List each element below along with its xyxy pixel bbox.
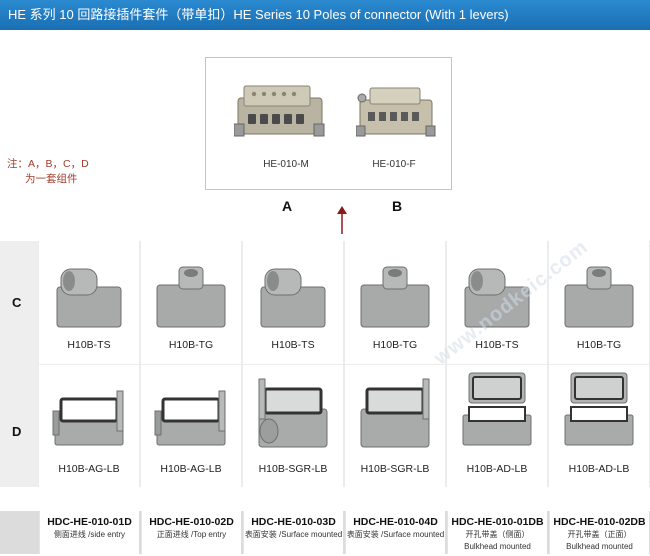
label-a: A [282,198,293,214]
bulkhead-housing-with-cover-image [459,371,535,449]
part-caption: H10B-TG [372,339,418,351]
row-label-column [0,241,38,487]
grid-cell: H10B-AD-LB [447,365,547,488]
part-number: HDC-HE-010-01DB [451,516,544,528]
top-entry-hood-image [357,265,433,329]
grid-cell: H10B-SGR-LB [345,365,445,488]
hood-housing-grid: C D H10B-TS H10B-TG [0,241,650,488]
part-caption: H10B-TG [168,339,214,351]
grid-cell: H10B-TG [549,241,649,364]
part-number: HDC-HE-010-04D [353,516,438,528]
part-caption: H10B-TS [271,339,315,351]
part-description: 侧面进线 /side entry [53,530,126,539]
row-label-c: C [12,295,22,310]
part-number: HDC-HE-010-01D [47,516,132,528]
part-number-cell: HDC-HE-010-01DB 开孔带盖（侧面） Bulkhead mounte… [447,511,547,554]
grid-cell: H10B-TS [39,241,139,364]
part-number-bar: HDC-HE-010-01D 侧面进线 /side entry HDC-HE-0… [0,511,650,554]
part-caption: H10B-AG-LB [58,463,120,475]
label-b: B [392,198,403,214]
part-number-cell: HDC-HE-010-04D 表面安装 /Surface mounted [345,511,445,554]
part-number: HDC-HE-010-02D [149,516,234,528]
side-entry-hood-image [459,265,535,329]
top-entry-hood-image [153,265,229,329]
housing-with-lever-image [153,381,229,449]
grid-cell: H10B-TG [141,241,241,364]
page-title: HE 系列 10 回路接插件套件（带单扣）HE Series 10 Poles … [0,0,650,30]
note-line-2: 为一套组件 [25,173,78,185]
housing-with-lever-image [51,381,127,449]
male-connector-image [234,80,326,140]
part-caption: H10B-AG-LB [160,463,222,475]
grid-cell: H10B-AG-LB [39,365,139,488]
part-description: 表面安装 /Surface mounted [346,530,445,539]
part-description: 表面安装 /Surface mounted [244,530,343,539]
part-number-cell: HDC-HE-010-01D 侧面进线 /side entry [39,511,139,554]
part-description-en: Bulkhead mounted [464,542,531,551]
part-description: 开孔带盖（正面） [567,530,632,539]
grid-cell: H10B-TG [345,241,445,364]
part-description: 开孔带盖（侧面） [465,530,530,539]
assembly-note: 注：A，B，C，D 为一套组件 [7,157,89,187]
part-number: HDC-HE-010-03D [251,516,336,528]
female-connector-label: HE-010-F [372,159,416,170]
part-number-cell: HDC-HE-010-02D 正面进线 /Top entry [141,511,241,554]
part-description-en: Bulkhead mounted [566,542,633,551]
part-caption: H10B-TG [576,339,622,351]
part-caption: H10B-SGR-LB [258,463,328,475]
part-caption: H10B-TS [475,339,519,351]
side-entry-hood-image [255,265,331,329]
part-caption: H10B-TS [67,339,111,351]
part-description: 正面进线 /Top entry [156,530,227,539]
row-label-d: D [12,424,22,439]
grid-cell: H10B-AG-LB [141,365,241,488]
grid-cell: H10B-TS [243,241,343,364]
bulkhead-housing-with-cover-image [561,371,637,449]
part-number-cell: HDC-HE-010-02DB 开孔带盖（正面） Bulkhead mounte… [549,511,649,554]
top-entry-hood-image [561,265,637,329]
grid-cell: H10B-TS [447,241,547,364]
part-caption: H10B-AD-LB [466,463,528,475]
part-caption: H10B-SGR-LB [360,463,430,475]
male-connector-label: HE-010-M [263,159,309,170]
grid-cell: H10B-AD-LB [549,365,649,488]
part-number: HDC-HE-010-02DB [553,516,646,528]
grid-cell: H10B-SGR-LB [243,365,343,488]
side-entry-hood-image [51,265,127,329]
part-caption: H10B-AD-LB [568,463,630,475]
female-connector-image [356,84,436,140]
arrow-up-icon [337,206,347,234]
part-number-cell: HDC-HE-010-03D 表面安装 /Surface mounted [243,511,343,554]
surface-mount-housing-image [255,375,331,449]
note-line-1: 注：A，B，C，D [7,158,89,170]
connector-pair-box: HE-010-M HE-010-F [205,57,452,190]
surface-mount-housing-image [357,375,433,449]
